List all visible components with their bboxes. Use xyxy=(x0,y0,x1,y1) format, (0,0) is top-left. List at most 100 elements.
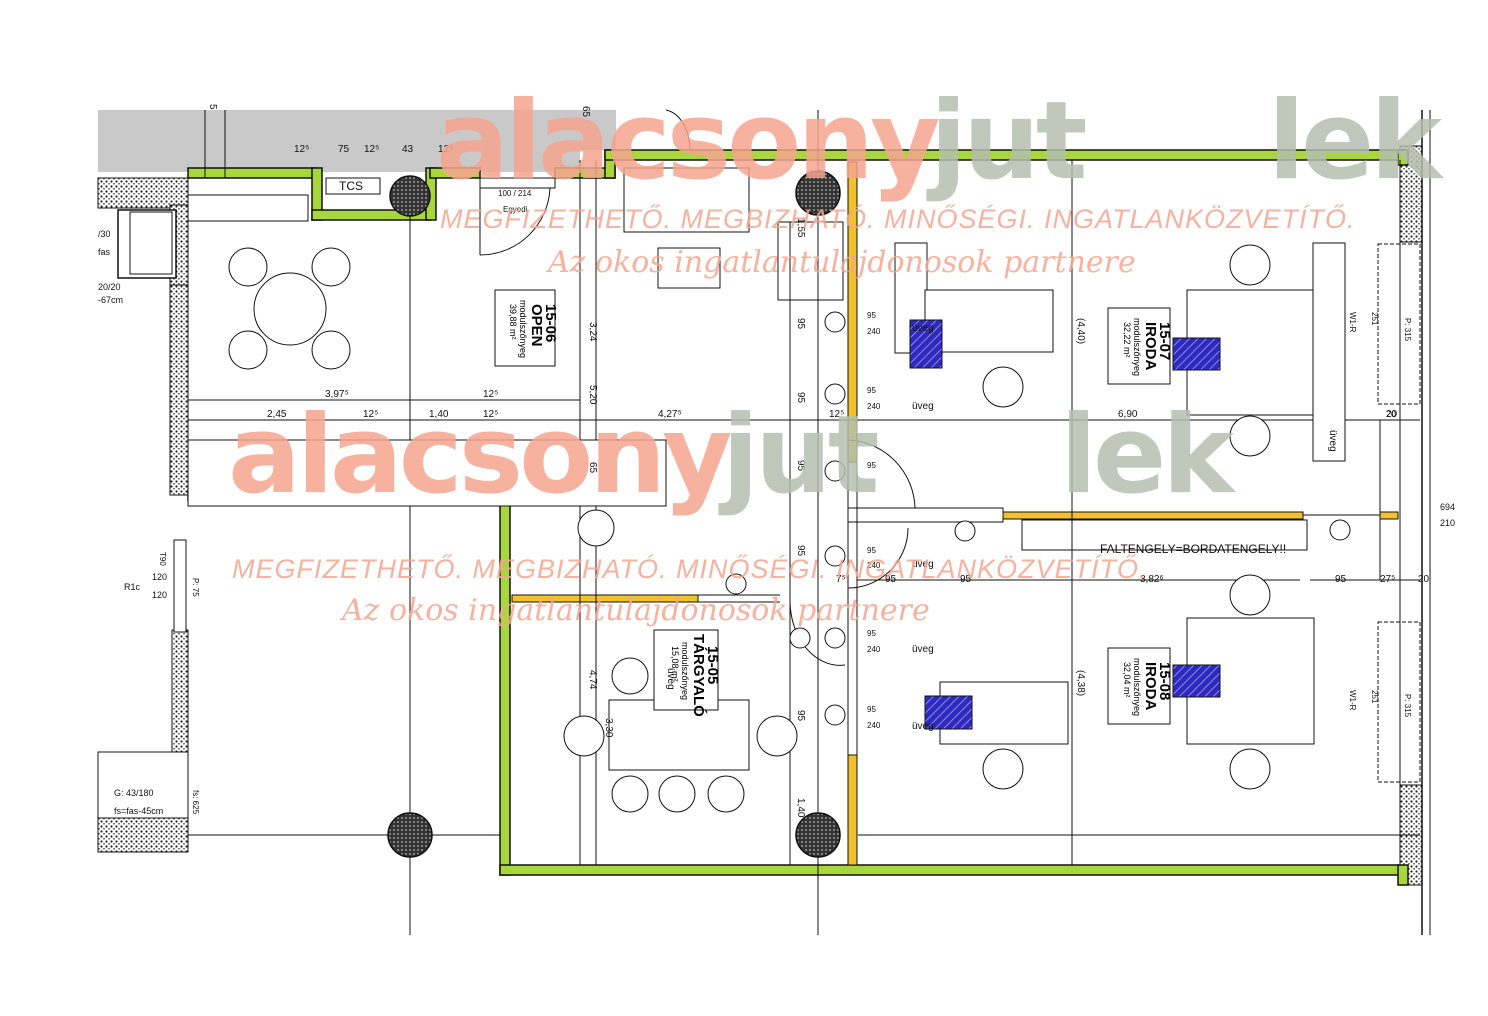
dimensions: 12⁵ 75 12⁵ 43 12⁵ 3,97⁵ 12⁵ 2,45 12⁵ 1,4… xyxy=(98,144,1455,816)
dim-label: 240 xyxy=(867,721,881,730)
p315-label: P: 315 xyxy=(1403,318,1412,342)
wm-tagline: MEGFIZETHETŐ. MEGBIZHATÓ. MINŐSÉGI. INGA… xyxy=(232,553,1148,584)
wm-slogan: Az okos ingatlantulajdonosok partnere xyxy=(339,593,930,628)
room-name-1505: TÁRGYALÓ xyxy=(690,634,708,717)
dim-label: 95 xyxy=(867,311,876,320)
dim-label: 6,90 xyxy=(1118,409,1138,420)
furniture-meeting xyxy=(563,573,798,813)
left-opening xyxy=(173,539,187,633)
room-area-1508: 32,04 m² xyxy=(1122,662,1132,698)
dim-label: 95 xyxy=(885,574,897,585)
v251-label: 251 xyxy=(1370,312,1379,326)
dim-label: 95 xyxy=(1335,574,1347,585)
p75-label: P: 75 xyxy=(191,578,200,597)
room-id-1505: 15-05 xyxy=(704,646,721,684)
left-pillar-inner xyxy=(129,211,173,275)
dim-label: 95 xyxy=(867,629,876,638)
g-label: G: 43/180 xyxy=(114,788,154,798)
wm-brand-a: alacsony xyxy=(228,393,731,518)
lbl-67: -67cm xyxy=(98,295,123,305)
dim-label: 240 xyxy=(867,402,881,411)
dim-label: 5 xyxy=(207,104,218,110)
dim-label: 12⁵ xyxy=(829,409,844,420)
faltengely-label: FALTENGELY=BORDATENGELY!! xyxy=(1100,542,1286,556)
dim-label: 65 xyxy=(580,106,591,118)
dim-label: 12⁵ xyxy=(483,409,498,420)
entry-door xyxy=(479,109,691,256)
dim-label: 4,27⁵ xyxy=(658,409,682,420)
dim-label: 12⁵ xyxy=(438,144,453,155)
left-wall-hatch-4 xyxy=(97,817,189,853)
left-wall-hatch-2 xyxy=(169,284,189,496)
dim-label: 2,45 xyxy=(267,409,287,420)
dim-label: 12⁵ xyxy=(483,389,498,400)
dim-label: 12⁵ xyxy=(294,144,309,155)
columns xyxy=(387,170,841,858)
glass-label: üveg xyxy=(1327,430,1338,452)
room-id-1508: 15-08 xyxy=(1156,662,1173,700)
room-area-1506: 39,88 m² xyxy=(508,304,518,340)
v120-label: 120 xyxy=(152,590,167,600)
fs625-label: fs: 625 xyxy=(191,790,200,815)
room-floor-1505: modulszőnyeg xyxy=(680,642,690,700)
window-frame-upper xyxy=(1377,243,1421,405)
watermark-top: alacsony jut lek MEGFIZETHETŐ. MEGBIZHAT… xyxy=(436,79,1448,280)
dim-label: 240 xyxy=(867,327,881,336)
door-size-label: 100 / 214 xyxy=(498,189,532,198)
dim-label: 95 xyxy=(960,574,972,585)
dim-label: 240 xyxy=(867,561,881,570)
r1c-label: R1c xyxy=(124,582,141,592)
exterior-area xyxy=(98,110,580,172)
dim-label: 1,40 xyxy=(795,798,806,818)
window-frame-lower xyxy=(1377,621,1421,783)
room-name-1507: IRODA xyxy=(1142,322,1159,371)
wm-brand-b: jut xyxy=(926,79,1086,204)
glass-label: üveg xyxy=(912,401,934,412)
room-box-1508 xyxy=(1107,647,1171,725)
lbl-2020: 20/20 xyxy=(98,282,121,292)
hatched-markers xyxy=(909,319,1221,730)
p315-label: P: 315 xyxy=(1403,694,1412,718)
wm-tagline: MEGFIZETHETŐ. MEGBIZHATÓ. MINŐSÉGI. INGA… xyxy=(440,203,1356,234)
dim-label: 75 xyxy=(338,144,350,155)
v120-label: 120 xyxy=(152,572,167,582)
dim-label: 95 xyxy=(867,461,876,470)
room-floor-1507: modulszőnyeg xyxy=(1132,318,1142,376)
room-box-1507 xyxy=(1107,307,1171,385)
dim-label: 95 xyxy=(867,546,876,555)
glass-label: üveg xyxy=(912,323,934,334)
wm-brand-c: lek xyxy=(1060,393,1236,518)
v251-label: 251 xyxy=(1370,690,1379,704)
wm-brand-b: jut xyxy=(718,393,878,518)
tcs-box xyxy=(325,177,381,195)
vertical-dimensions: 3,24 5,20 65 4,74 3,30 1,55 1,40 (4,40) … xyxy=(158,104,1412,818)
room-name-1508: IRODA xyxy=(1142,662,1159,711)
dim-label: 95 xyxy=(795,318,806,330)
room-id-1506: 15-06 xyxy=(542,304,559,342)
dim-label: 1,55 xyxy=(795,218,806,238)
room-floor-1508: modulszőnyeg xyxy=(1132,658,1142,716)
column xyxy=(387,812,433,858)
lbl-30: /30 xyxy=(98,229,111,239)
dim-label: 7⁵ xyxy=(836,574,846,585)
dim-label: 95 xyxy=(867,705,876,714)
dim-label: 95 xyxy=(795,710,806,722)
dim-label: 12⁵ xyxy=(364,144,379,155)
dim-label: 240 xyxy=(867,645,881,654)
dim-label: 3,82⁶ xyxy=(1140,574,1164,585)
lower-left-frame xyxy=(97,751,189,819)
dim-label: 12⁵ xyxy=(363,409,378,420)
inner-walls xyxy=(698,221,1380,755)
t90-label: T90 xyxy=(158,552,167,566)
dim-label: 27⁵ xyxy=(1380,574,1395,585)
furniture-offices xyxy=(789,242,1351,790)
dim-label: 3,24 xyxy=(587,322,598,342)
w1r-label: W1-R xyxy=(1348,690,1357,711)
dim-label: 95 xyxy=(867,386,876,395)
glass-label: üveg xyxy=(912,721,934,732)
w1r-label: W1-R xyxy=(1348,312,1357,333)
watermark-bottom: alacsony jut lek MEGFIZETHETŐ. MEGBIZHAT… xyxy=(228,393,1240,628)
wm-brand-a: alacsony xyxy=(436,79,939,204)
lbl-fas: fas xyxy=(98,247,111,257)
